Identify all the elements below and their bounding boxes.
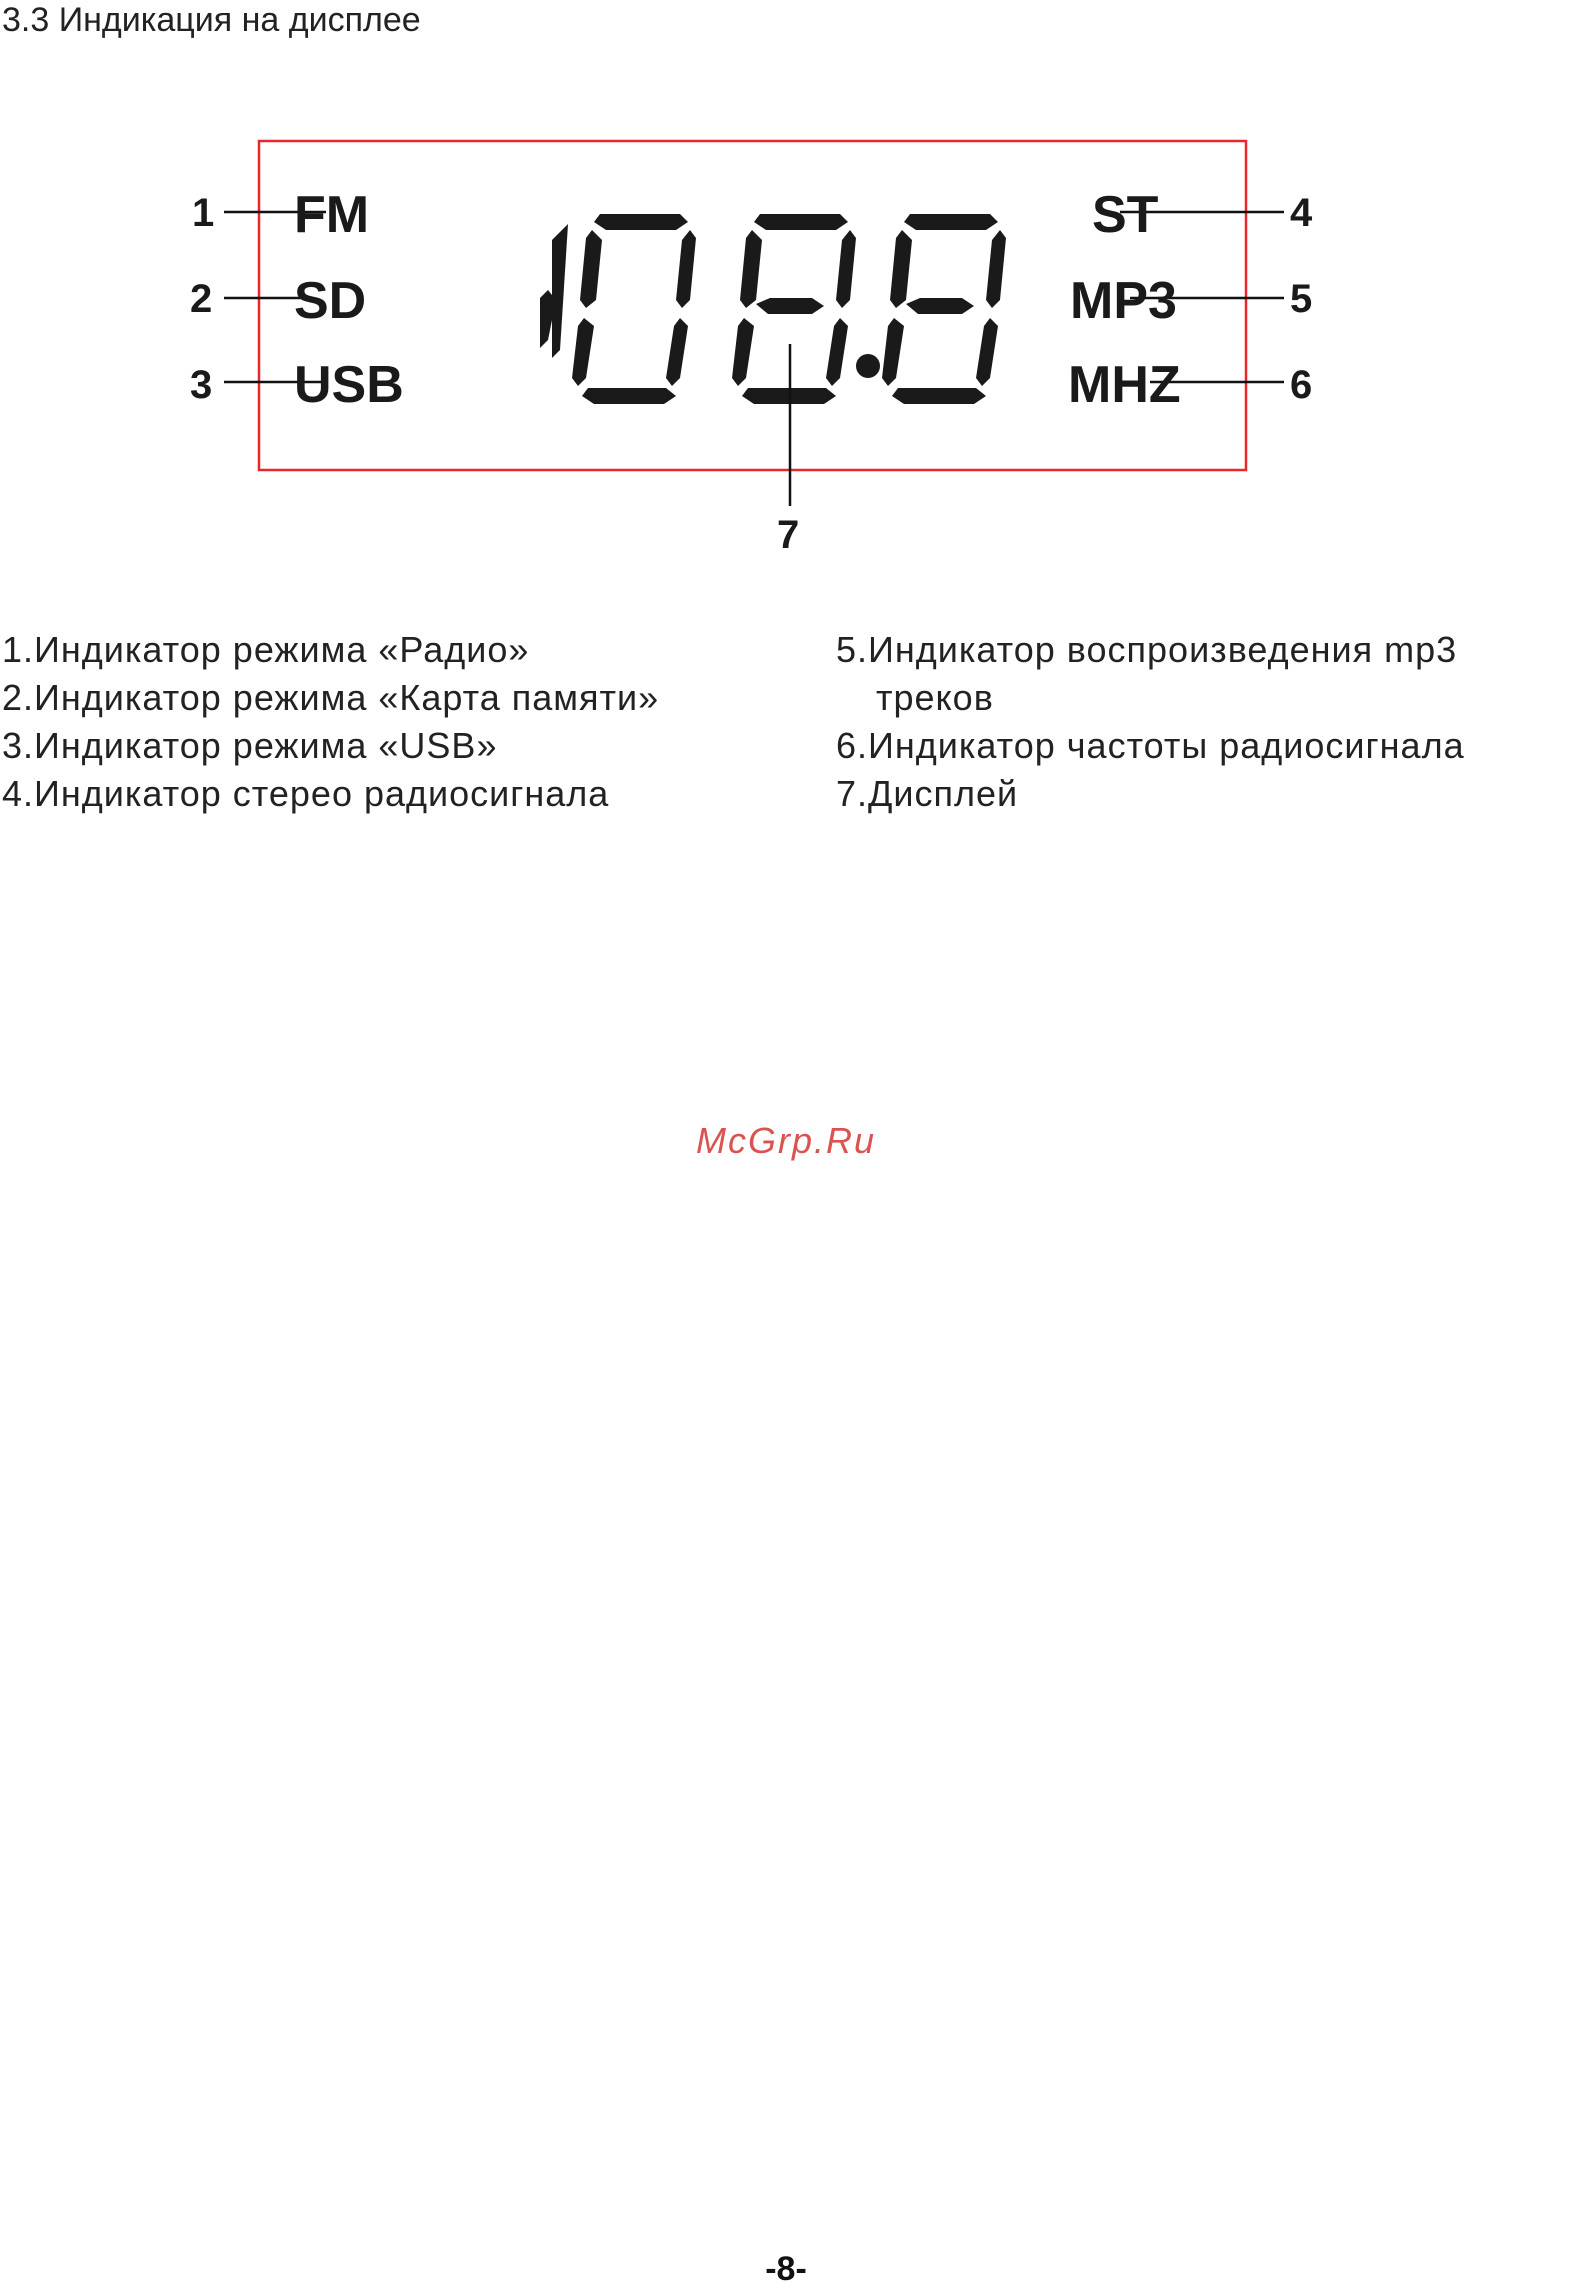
indicator-fm: FM bbox=[294, 186, 369, 244]
callout-7: 7 bbox=[777, 513, 799, 557]
callout-2: 2 bbox=[190, 277, 212, 321]
legend-item: 6.Индикатор частоты радиосигнала bbox=[836, 722, 1465, 770]
decimal-point bbox=[856, 354, 880, 378]
indicator-mp3: MP3 bbox=[1070, 272, 1177, 330]
legend-item: 4.Индикатор стерео радиосигнала bbox=[2, 770, 609, 818]
page-number: -8- bbox=[0, 2250, 1572, 2289]
indicator-mhz: MHZ bbox=[1068, 356, 1181, 414]
callout-5: 5 bbox=[1290, 277, 1312, 321]
callout-1: 1 bbox=[192, 191, 214, 235]
indicator-st: ST bbox=[1092, 186, 1159, 244]
callout-4: 4 bbox=[1290, 191, 1313, 235]
legend-item: 3.Индикатор режима «USB» bbox=[2, 722, 497, 770]
watermark: McGrp.Ru bbox=[0, 1120, 1572, 1162]
digit bbox=[572, 214, 696, 404]
seven-segment-display bbox=[540, 214, 1006, 404]
callout-3: 3 bbox=[190, 363, 212, 407]
legend-item: 5.Индикатор воспроизведения mp3 bbox=[836, 626, 1457, 674]
legend-item: 7.Дисплей bbox=[836, 770, 1018, 818]
digit bbox=[882, 214, 1006, 404]
legend-item: треков bbox=[876, 674, 994, 722]
callout-6: 6 bbox=[1290, 363, 1312, 407]
indicator-sd: SD bbox=[294, 272, 366, 330]
legend-item: 2.Индикатор режима «Карта памяти» bbox=[2, 674, 659, 722]
display-diagram: FM SD USB ST MP3 MHZ 1 2 3 4 5 6 7 bbox=[0, 0, 1572, 600]
digit bbox=[732, 214, 856, 404]
indicator-usb: USB bbox=[294, 356, 404, 414]
legend-item: 1.Индикатор режима «Радио» bbox=[2, 626, 529, 674]
